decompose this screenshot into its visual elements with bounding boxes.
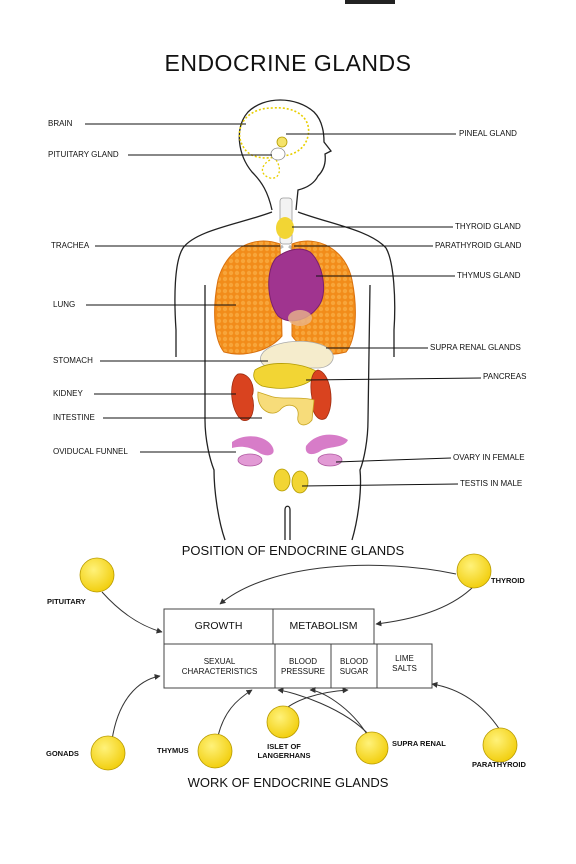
label-testis-in-male: TESTIS IN MALE <box>460 479 523 488</box>
label-gonads: GONADS <box>46 749 79 758</box>
work-caption: WORK OF ENDOCRINE GLANDS <box>187 775 389 790</box>
cell-blood-sugar: BLOOD SUGAR <box>339 657 369 676</box>
label-thymus: THYMUS <box>157 746 189 755</box>
pituitary-gland <box>270 147 286 161</box>
function-arrows <box>101 564 501 741</box>
gonads-ball <box>90 735 126 771</box>
thyroid-gland <box>276 217 294 239</box>
cell-growth: GROWTH <box>194 620 243 632</box>
ovary-right <box>317 453 343 467</box>
page-title: ENDOCRINE GLANDS <box>164 50 412 76</box>
body-outline <box>174 99 396 541</box>
cell-metabolism: METABOLISM <box>289 620 358 632</box>
label-parathyroid-gland: PARATHYROID GLAND <box>435 241 522 250</box>
label-ovary-in-female: OVARY IN FEMALE <box>453 453 525 462</box>
oviducal-funnel-right <box>305 434 348 455</box>
label-brain: BRAIN <box>48 119 73 128</box>
pituitary-ball <box>79 557 115 593</box>
ovary-left <box>237 453 263 467</box>
pineal-gland <box>276 136 288 148</box>
islet-ball <box>266 705 300 739</box>
label-islet-of-langerhans: ISLET OF LANGERHANS <box>257 742 311 760</box>
label-pineal-gland: PINEAL GLAND <box>459 129 517 138</box>
label-pituitary-gland: PITUITARY GLAND <box>48 150 119 159</box>
label-oviducal-funnel: OVIDUCAL FUNNEL <box>53 447 128 456</box>
label-supra-renal-glands: SUPRA RENAL GLANDS <box>430 343 521 352</box>
label-parathyroid: PARATHYROID <box>472 760 526 769</box>
label-pancreas: PANCREAS <box>483 372 527 381</box>
label-thyroid: THYROID <box>491 576 525 585</box>
top-mark <box>345 0 395 4</box>
label-leaders <box>85 123 482 487</box>
thymus-ball <box>197 733 233 769</box>
position-caption: POSITION OF ENDOCRINE GLANDS <box>181 543 405 558</box>
label-pituitary: PITUITARY <box>47 597 86 606</box>
brain <box>238 107 310 159</box>
function-table <box>163 608 433 689</box>
gland-balls <box>79 553 518 771</box>
label-supra-renal: SUPRA RENAL <box>392 739 446 748</box>
supra-renal-ball <box>355 731 389 765</box>
parathyroid-ball <box>482 727 518 763</box>
testis-left <box>273 468 291 492</box>
oviducal-funnel-left <box>232 436 274 456</box>
cell-lime-salts: LIME SALTS <box>392 654 417 673</box>
cell-blood-pressure: BLOOD PRESSURE <box>280 657 325 676</box>
stomach <box>260 340 334 369</box>
testis-right <box>291 470 309 494</box>
label-trachea: TRACHEA <box>51 241 90 250</box>
label-thyroid-gland: THYROID GLAND <box>455 222 521 231</box>
cell-sexual-characteristics: SEXUAL CHARACTERISTICS <box>181 657 258 676</box>
label-thymus-gland: THYMUS GLAND <box>457 271 521 280</box>
label-kidney: KIDNEY <box>53 389 83 398</box>
label-lung: LUNG <box>53 300 76 309</box>
thymus-gland <box>268 248 325 322</box>
kidney-right <box>310 369 332 420</box>
intestine <box>257 391 315 426</box>
kidney-left <box>231 373 254 422</box>
label-intestine: INTESTINE <box>53 413 95 422</box>
pancreas <box>253 363 319 389</box>
label-stomach: STOMACH <box>53 356 93 365</box>
thyroid-ball <box>456 553 492 589</box>
